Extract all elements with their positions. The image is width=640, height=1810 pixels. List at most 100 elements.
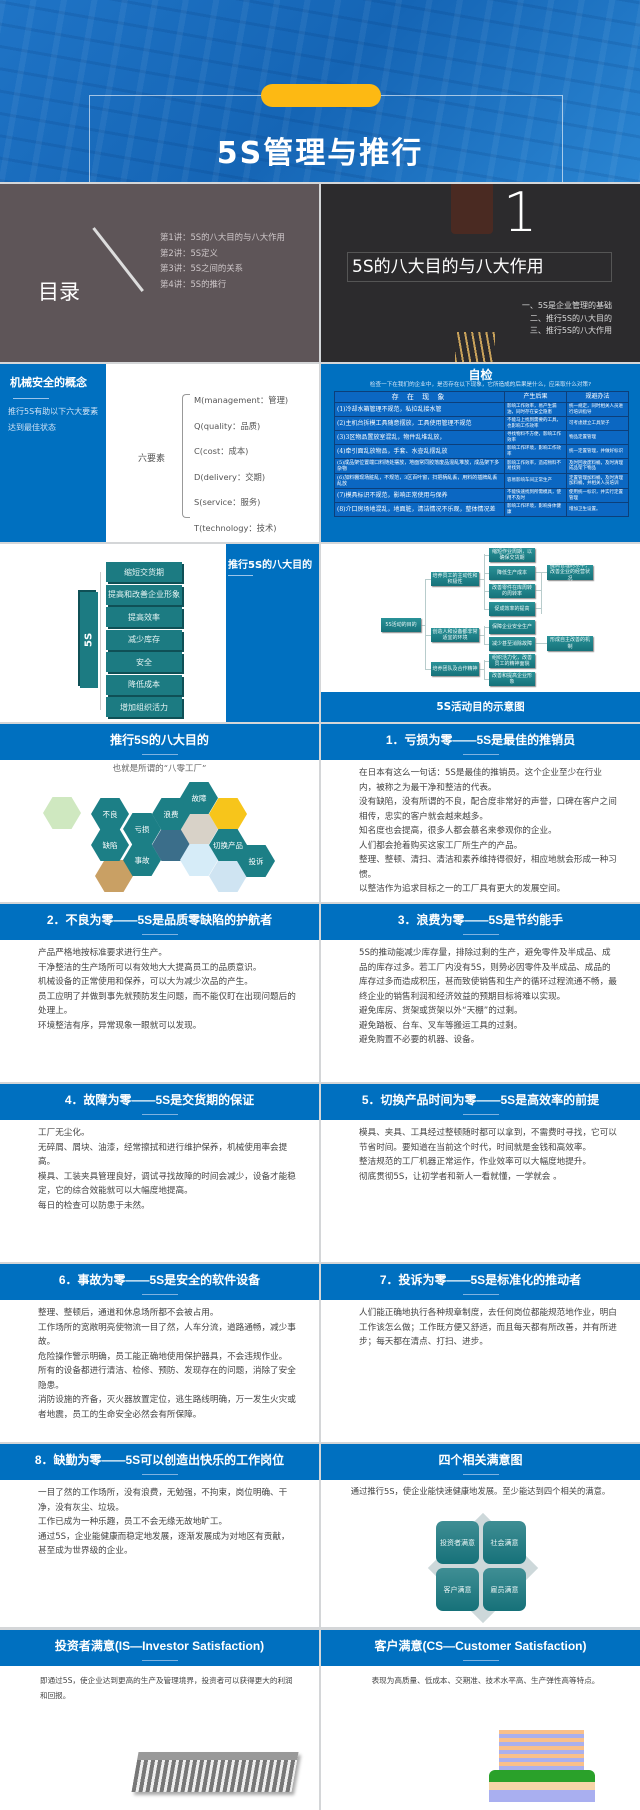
chapter-item: 二、推行5S的八大目的 <box>529 313 612 323</box>
toc-item[interactable]: 第2讲：5S定义 <box>160 247 218 258</box>
eight-zero-slide: 推行5S的八大目的 也就是所谓的“八零工厂” 不良亏损缺陷事故浪费故障切换产品投… <box>0 724 319 902</box>
toc-list: 第1讲：5S的八大目的与八大作用 第2讲：5S定义 第3讲：5S之间的关系 第4… <box>160 230 285 292</box>
slide-header: 客户满意(CS—Customer Satisfaction) <box>321 1630 640 1666</box>
slide-body: 5S的推动能减少库存量，排除过剩的生产，避免零件及半成品、成品的库存过多。若工厂… <box>359 946 618 1048</box>
consequence-cell: 不能马上找到需要的工具，也影响工作效率 <box>504 416 567 431</box>
tree-leaf: 促成效率的提高 <box>489 602 535 616</box>
toc-item[interactable]: 第4讲：5S的推行 <box>160 278 227 289</box>
element-item: Q(quality：品质) <box>194 420 261 431</box>
tree-result: 提高管理的水平，改善企业的经营状况 <box>547 563 593 582</box>
consequence-cell: 影响工作效率，造成物料不易找到 <box>504 458 567 474</box>
tree-connector <box>479 669 484 670</box>
column-header: 产生后果 <box>504 391 567 403</box>
slide-title: 客户满意(CS—Customer Satisfaction) <box>374 1639 587 1653</box>
phenomenon-cell: (3)3区物品置放室混乱，物件乱堆乱放， <box>334 430 505 445</box>
tree-connector <box>535 608 541 609</box>
purpose-block: 提高效率 <box>106 607 182 627</box>
slide-header: 3．浪费为零——5S是节约能手 <box>321 904 640 940</box>
toc-item[interactable]: 第3讲：5S之间的关系 <box>160 263 243 273</box>
paragraph: 整理、整顿、清扫、清洁和素养维持得很好，相应地就会形成一种习惯。 <box>359 855 617 880</box>
paragraph: 模具、夹具、工具经过整顿随时都可以拿到，不需费时寻找，它可以节省时间。要知道在当… <box>359 1128 617 1153</box>
page-title: 5S管理与推行 <box>216 136 424 171</box>
column-header: 存 在 现 象 <box>334 391 505 403</box>
phenomenon-cell: (1)冷却水箱管理不规范，私拉乱接水管 <box>334 402 505 417</box>
method-cell: 定置管理加料桶，及时清理加料桶，并相关人员培训 <box>566 473 629 489</box>
selfcheck-subtitle: 检查一下在我们的企业中，是否存在以下现象，它所造成的后果是什么，应采取什么对策? <box>369 382 592 388</box>
slide-header: 2．不良为零——5S是品质零缺陷的护航者 <box>0 904 319 940</box>
paragraph: 工厂无尘化。 <box>38 1128 90 1138</box>
purpose-block: 降低成本 <box>106 674 182 695</box>
tree-connector <box>425 669 431 670</box>
satisfaction-employee[interactable]: 雇员满意 <box>483 1568 526 1611</box>
purposes-slide: 5S 缩短交货期提高和改善企业形象提高效率减少库存安全降低成本增加组织活力 推行… <box>0 544 319 722</box>
tree-leaf: 缩短作业周期，以确保交货期 <box>489 548 535 562</box>
satisfaction-society[interactable]: 社会满意 <box>483 1521 526 1564</box>
tree-connector <box>484 660 485 679</box>
satisfaction-label: 投资者满意 <box>440 1538 475 1547</box>
tree-leaf: 保障企业安全生产 <box>489 620 535 634</box>
element-item: T(technology：技术) <box>194 522 277 533</box>
tree-connector <box>541 572 542 614</box>
slide-title: 5．切换产品时间为零——5S是高效率的前提 <box>361 1093 600 1107</box>
consequence-cell: 影响工作环境，影响工作效率 <box>504 444 567 459</box>
toc-slide: 目录 第1讲：5S的八大目的与八大作用 第2讲：5S定义 第3讲：5S之间的关系… <box>0 184 319 362</box>
purpose-block: 安全 <box>106 652 182 672</box>
tree-connector <box>484 644 489 645</box>
tree-connector <box>484 573 489 574</box>
matches-image <box>455 332 495 362</box>
purpose-block: 减少库存 <box>106 629 182 650</box>
office-building-image <box>131 1752 299 1792</box>
paragraph: 避免踏板、台车、叉车等搬运工具的过剩。 <box>359 1020 523 1031</box>
diagram-caption: 5S活动目的示意图 <box>321 692 640 722</box>
element-item: S(service：服务) <box>194 497 261 507</box>
chapter-list: 一、5S是企业管理的基础 二、推行5S的八大目的 三、推行5S的八大作用 <box>522 300 612 338</box>
slide-body: 在日本有这么一句话：5S是最佳的推销员。这个企业至少在行业内，被称之为最干净和整… <box>359 766 618 897</box>
tree-connector <box>479 579 484 580</box>
table-row: (1)冷却水箱管理不规范，私拉乱接水管影响工作效率，易产生漏油，同时存在安全隐患… <box>334 402 629 417</box>
phenomenon-cell: (2)主机台拆模工具随意摆放，工具使用管理不规范 <box>334 416 505 431</box>
tree-leaf: 改善和提高企业形象 <box>489 672 535 686</box>
slide-title: 2．不良为零——5S是品质零缺陷的护航者 <box>46 913 273 927</box>
paragraph: 无碎屑、屑块、油漆，经常擦拭和进行维护保养，机械使用率会提高。 <box>38 1142 288 1168</box>
tree-connector <box>425 579 431 580</box>
purposes-title: 推行5S的八大目的 <box>228 560 313 571</box>
concept-title: 机械安全的概念 <box>10 376 87 389</box>
hex-2: 缺陷 <box>91 829 129 861</box>
paragraph: 机械设备的正常使用和保养，可以大为减少次品的产生。 <box>38 977 253 987</box>
slide-header: 6．事故为零——5S是安全的软件设备 <box>0 1264 319 1300</box>
slide-title: 1．亏损为零——5S是最佳的推销员 <box>385 733 576 747</box>
paragraph: 知名度也会提高，很多人都会慕名来参观你的企业。 <box>359 826 557 836</box>
slide-title: 7．投诉为零——5S是标准化的推动者 <box>379 1273 582 1287</box>
satisfaction-label: 雇员满意 <box>490 1585 519 1594</box>
satisfaction-investor[interactable]: 投资者满意 <box>436 1521 479 1564</box>
tree-connector <box>484 626 485 644</box>
paragraph: 彻底贯彻5S，让初学者和新人一看就懂，一学就会 。 <box>359 1171 562 1182</box>
tree-connector <box>484 591 489 592</box>
slide-title: 四个相关满意图 <box>438 1453 523 1467</box>
table-row: (2)主机台拆模工具随意摆放，工具使用管理不规范不能马上找到需要的工具，也影响工… <box>334 416 629 431</box>
method-cell: 及时回收废料桶，及时清理成品架下物品 <box>566 458 629 474</box>
paragraph: 每日的检查可以防患于未然。 <box>38 1200 150 1211</box>
purpose-block: 缩短交货期 <box>106 562 182 582</box>
toc-item[interactable]: 第1讲：5S的八大目的与八大作用 <box>160 232 285 242</box>
table-row: (4)牵引面乱放物品，手套、水壶乱摆乱放影响工作环境，影响工作效率统一定置管理，… <box>334 444 629 459</box>
paragraph: 所有的设备都进行清洁、检修、预防、发现存在的问题，消除了安全隐患。 <box>38 1366 296 1391</box>
method-cell: 统一规定，同时相关人员进行培训指导 <box>566 402 629 417</box>
slide-header: 5．切换产品时间为零——5S是高效率的前提 <box>321 1084 640 1120</box>
table-header: 存 在 现 象产生后果规避办法 <box>334 391 629 403</box>
slide-header: 投资者满意(IS—Investor Satisfaction) <box>0 1630 319 1666</box>
paragraph: 整理、整顿后，通道和休息场所都不会被占用。 <box>38 1308 219 1318</box>
four-satisfaction-slide: 四个相关满意图 通过推行5S，使企业能快速健康地发展。至少能达到四个相关的满意。… <box>321 1444 640 1627</box>
slide-header: 7．投诉为零——5S是标准化的推动者 <box>321 1264 640 1300</box>
slide-text: 表现为高质量、低成本、交期准、技术水平高、生产弹性高等特点。 <box>371 1676 600 1685</box>
cover-banner: 5S管理与推行 <box>0 0 640 182</box>
paragraph: 通过5S，企业能健康而稳定地发展，逐渐发展成为对地区有贡献，甚至成为世界级的企业… <box>38 1531 290 1557</box>
phenomenon-cell: (4)牵引面乱放物品，手套、水壶乱摆乱放 <box>334 444 505 459</box>
purpose-slide-4: 4．故障为零——5S是交货期的保证工厂无尘化。无碎屑、屑块、油漆，经常擦拭和进行… <box>0 1084 319 1262</box>
satisfaction-customer[interactable]: 客户满意 <box>436 1568 479 1611</box>
root-label: 5S <box>83 632 95 648</box>
column-header: 规避办法 <box>566 391 629 403</box>
slide-title: 推行5S的八大目的 <box>110 733 209 747</box>
purpose-slide-7: 7．投诉为零——5S是标准化的推动者人们能正确地执行各种规章制度，去任何岗位都能… <box>321 1264 640 1442</box>
table-row: (6)加料棚现场脏乱，不规范，3区百叶窗，扫把柄乱丢，用料的插牌乱丢乱放容易影响… <box>334 473 629 489</box>
